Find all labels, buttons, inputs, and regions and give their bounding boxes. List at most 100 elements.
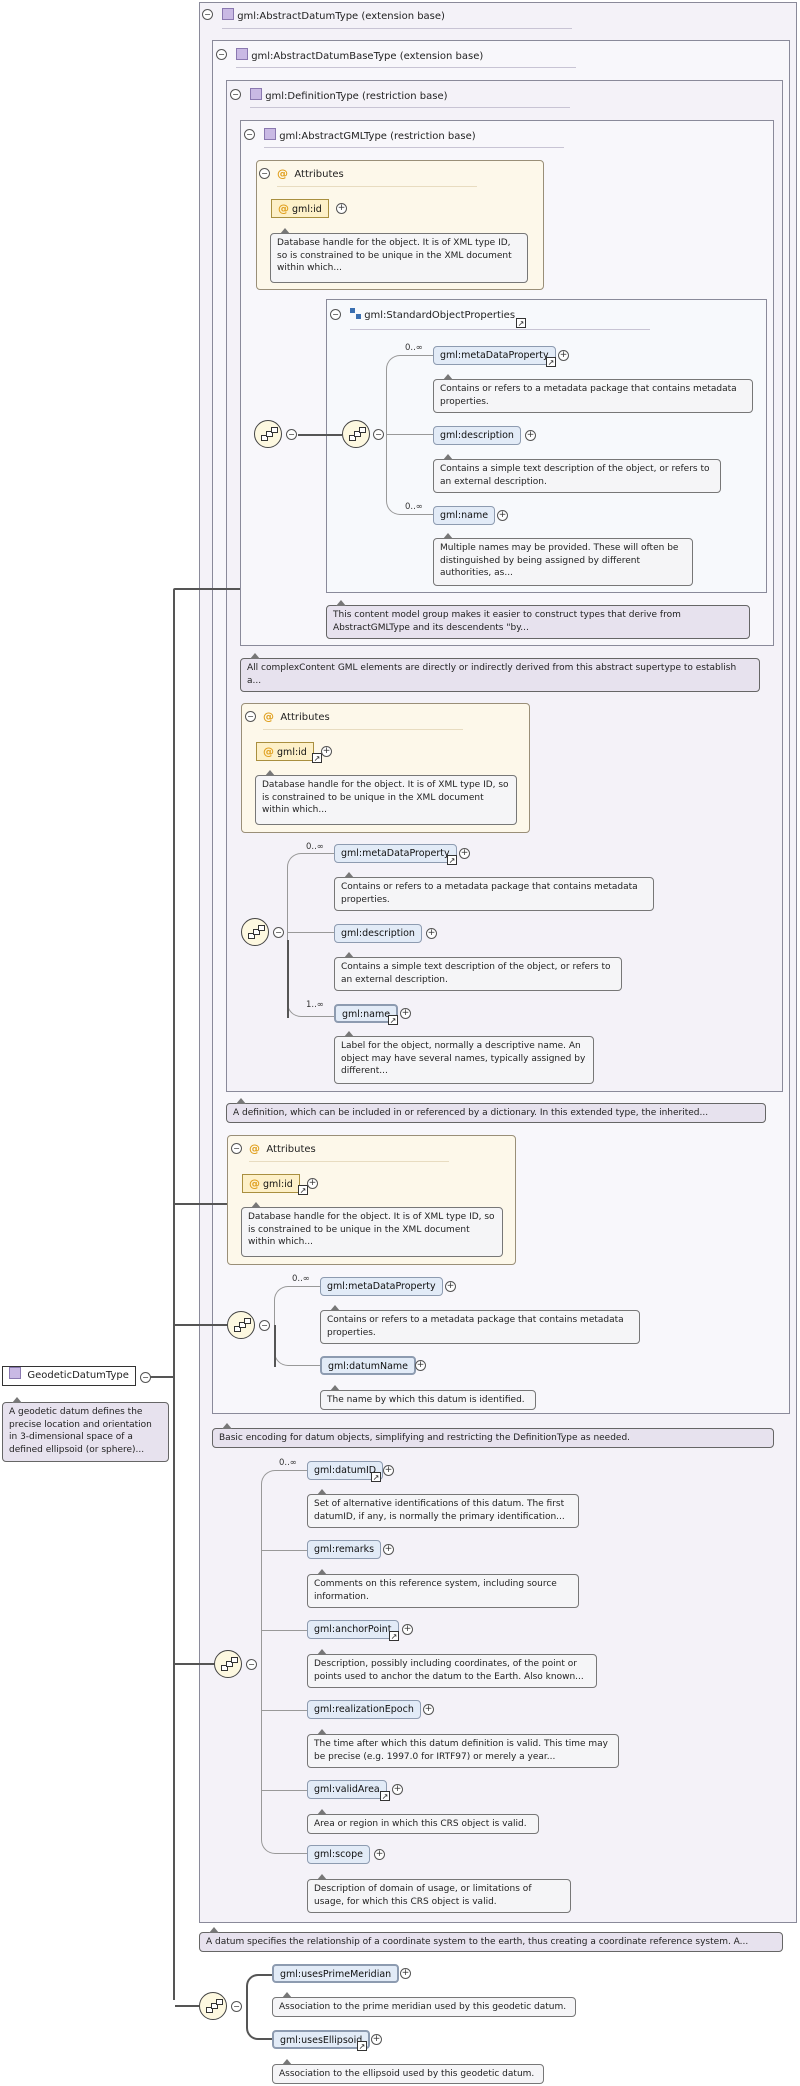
sequence-compositor-icon[interactable]	[214, 1650, 242, 1678]
element-gml-metadataproperty[interactable]: gml:metaDataProperty	[334, 844, 457, 863]
reference-arrow-icon[interactable]: ↗	[357, 2041, 367, 2051]
element-gml-metadataproperty[interactable]: gml:metaDataProperty	[433, 346, 556, 365]
attribute-gml-id[interactable]: @ gml:id	[271, 199, 329, 218]
expand-plus-icon[interactable]: +	[400, 1968, 411, 1979]
collapse-toggle[interactable]: −	[244, 129, 255, 140]
attribute-gml-id[interactable]: @ gml:id	[256, 742, 314, 761]
expand-plus-icon[interactable]: +	[497, 510, 508, 521]
collapse-toggle[interactable]: −	[230, 89, 241, 100]
expand-plus-icon[interactable]: +	[402, 1624, 413, 1635]
collapse-toggle[interactable]: −	[330, 309, 341, 320]
group-header: gml:AbstractDatumType (extension base)	[222, 8, 445, 22]
attributes-header: @ Attributes	[249, 1142, 316, 1155]
type-description: All complexContent GML elements are dire…	[240, 653, 760, 692]
attribute-icon: @	[249, 1177, 260, 1190]
expand-plus-icon[interactable]: +	[415, 1360, 426, 1371]
element-gml-remarks[interactable]: gml:remarks	[307, 1540, 382, 1559]
element-gml-usesprimemeridian[interactable]: gml:usesPrimeMeridian	[272, 1964, 400, 1983]
reference-arrow-icon[interactable]: ↗	[516, 318, 526, 328]
root-element-geodeticdatumtype[interactable]: GeodeticDatumType	[2, 1366, 136, 1386]
cardinality-label: 0..∞	[306, 842, 324, 852]
element-gml-realizationepoch[interactable]: gml:realizationEpoch	[307, 1700, 421, 1719]
sequence-compositor-icon[interactable]	[199, 1992, 227, 2020]
expand-plus-icon[interactable]: +	[371, 2034, 382, 2045]
attribute-description: Database handle for the object. It is of…	[241, 1202, 503, 1257]
complex-type-icon	[222, 8, 234, 20]
expand-plus-icon[interactable]: +	[374, 1849, 385, 1860]
attributes-header: @ Attributes	[263, 710, 330, 723]
element-description: Comments on this reference system, inclu…	[307, 1569, 579, 1608]
element-gml-name[interactable]: gml:name	[433, 506, 496, 525]
collapse-toggle[interactable]: −	[246, 1659, 257, 1670]
element-description: Set of alternative identifications of th…	[307, 1489, 579, 1528]
element-description: Contains or refers to a metadata package…	[320, 1305, 640, 1344]
expand-plus-icon[interactable]: +	[558, 350, 569, 361]
expand-plus-icon[interactable]: +	[459, 848, 470, 859]
connector-line	[173, 590, 175, 2000]
collapse-toggle[interactable]: −	[140, 1372, 151, 1383]
expand-plus-icon[interactable]: +	[525, 430, 536, 441]
element-gml-validarea[interactable]: gml:validArea	[307, 1780, 387, 1799]
group-header: gml:AbstractGMLType (restriction base)	[264, 128, 476, 142]
element-description: The time after which this datum definiti…	[307, 1729, 619, 1768]
expand-plus-icon[interactable]: +	[336, 203, 347, 214]
element-description: Contains a simple text description of th…	[433, 454, 721, 493]
attributes-header: @ Attributes	[277, 167, 344, 180]
expand-plus-icon[interactable]: +	[383, 1544, 394, 1555]
expand-plus-icon[interactable]: +	[426, 928, 437, 939]
collapse-toggle[interactable]: −	[202, 9, 213, 20]
expand-plus-icon[interactable]: +	[321, 746, 332, 757]
element-gml-usesellipsoid[interactable]: gml:usesEllipsoid	[272, 2030, 371, 2049]
collapse-toggle[interactable]: −	[259, 1320, 270, 1331]
element-gml-metadataproperty[interactable]: gml:metaDataProperty	[320, 1277, 443, 1296]
reference-arrow-icon[interactable]: ↗	[546, 357, 556, 367]
attribute-icon: @	[263, 745, 274, 758]
expand-plus-icon[interactable]: +	[383, 1465, 394, 1476]
expand-plus-icon[interactable]: +	[445, 1281, 456, 1292]
element-gml-name[interactable]: gml:name	[334, 1004, 399, 1023]
reference-arrow-icon[interactable]: ↗	[312, 753, 322, 763]
cardinality-label: 1..∞	[306, 1000, 324, 1010]
expand-plus-icon[interactable]: +	[392, 1784, 403, 1795]
reference-arrow-icon[interactable]: ↗	[380, 1791, 390, 1801]
collapse-toggle[interactable]: −	[245, 711, 256, 722]
collapse-toggle[interactable]: −	[259, 168, 270, 179]
attribute-icon: @	[278, 202, 289, 215]
type-description: Basic encoding for datum objects, simpli…	[212, 1423, 774, 1448]
expand-plus-icon[interactable]: +	[423, 1704, 434, 1715]
element-gml-description[interactable]: gml:description	[334, 924, 422, 943]
expand-plus-icon[interactable]: +	[400, 1008, 411, 1019]
expand-plus-icon[interactable]: +	[307, 1178, 318, 1189]
collapse-toggle[interactable]: −	[231, 2001, 242, 2012]
collapse-toggle[interactable]: −	[286, 429, 297, 440]
collapse-toggle[interactable]: −	[216, 49, 227, 60]
element-description: Label for the object, normally a descrip…	[334, 1031, 594, 1084]
reference-arrow-icon[interactable]: ↗	[298, 1185, 308, 1195]
complex-type-icon	[236, 48, 248, 60]
attribute-description: Database handle for the object. It is of…	[270, 228, 528, 283]
group-header: gml:DefinitionType (restriction base)	[250, 88, 448, 102]
reference-arrow-icon[interactable]: ↗	[371, 1472, 381, 1482]
sequence-compositor-icon[interactable]	[254, 420, 282, 448]
sequence-compositor-icon[interactable]	[227, 1311, 255, 1339]
attribute-gml-id[interactable]: @ gml:id	[242, 1174, 300, 1193]
attribute-icon: @	[249, 1142, 260, 1155]
element-gml-description[interactable]: gml:description	[433, 426, 521, 445]
reference-arrow-icon[interactable]: ↗	[447, 855, 457, 865]
connector-line	[173, 588, 240, 590]
sequence-compositor-icon[interactable]	[342, 420, 370, 448]
collapse-toggle[interactable]: −	[231, 1143, 242, 1154]
reference-arrow-icon[interactable]: ↗	[389, 1631, 399, 1641]
element-gml-datumid[interactable]: gml:datumID	[307, 1461, 384, 1480]
element-gml-anchorpoint[interactable]: gml:anchorPoint	[307, 1620, 399, 1639]
reference-arrow-icon[interactable]: ↗	[388, 1015, 398, 1025]
model-group-description: This content model group makes it easier…	[326, 600, 750, 639]
element-gml-datumname[interactable]: gml:datumName	[320, 1356, 417, 1375]
element-description: Description, possibly including coordina…	[307, 1649, 597, 1688]
collapse-toggle[interactable]: −	[373, 429, 384, 440]
complex-type-icon	[250, 88, 262, 100]
sequence-compositor-icon[interactable]	[241, 918, 269, 946]
collapse-toggle[interactable]: −	[273, 927, 284, 938]
attribute-icon: @	[277, 167, 288, 180]
element-gml-scope[interactable]: gml:scope	[307, 1845, 370, 1864]
